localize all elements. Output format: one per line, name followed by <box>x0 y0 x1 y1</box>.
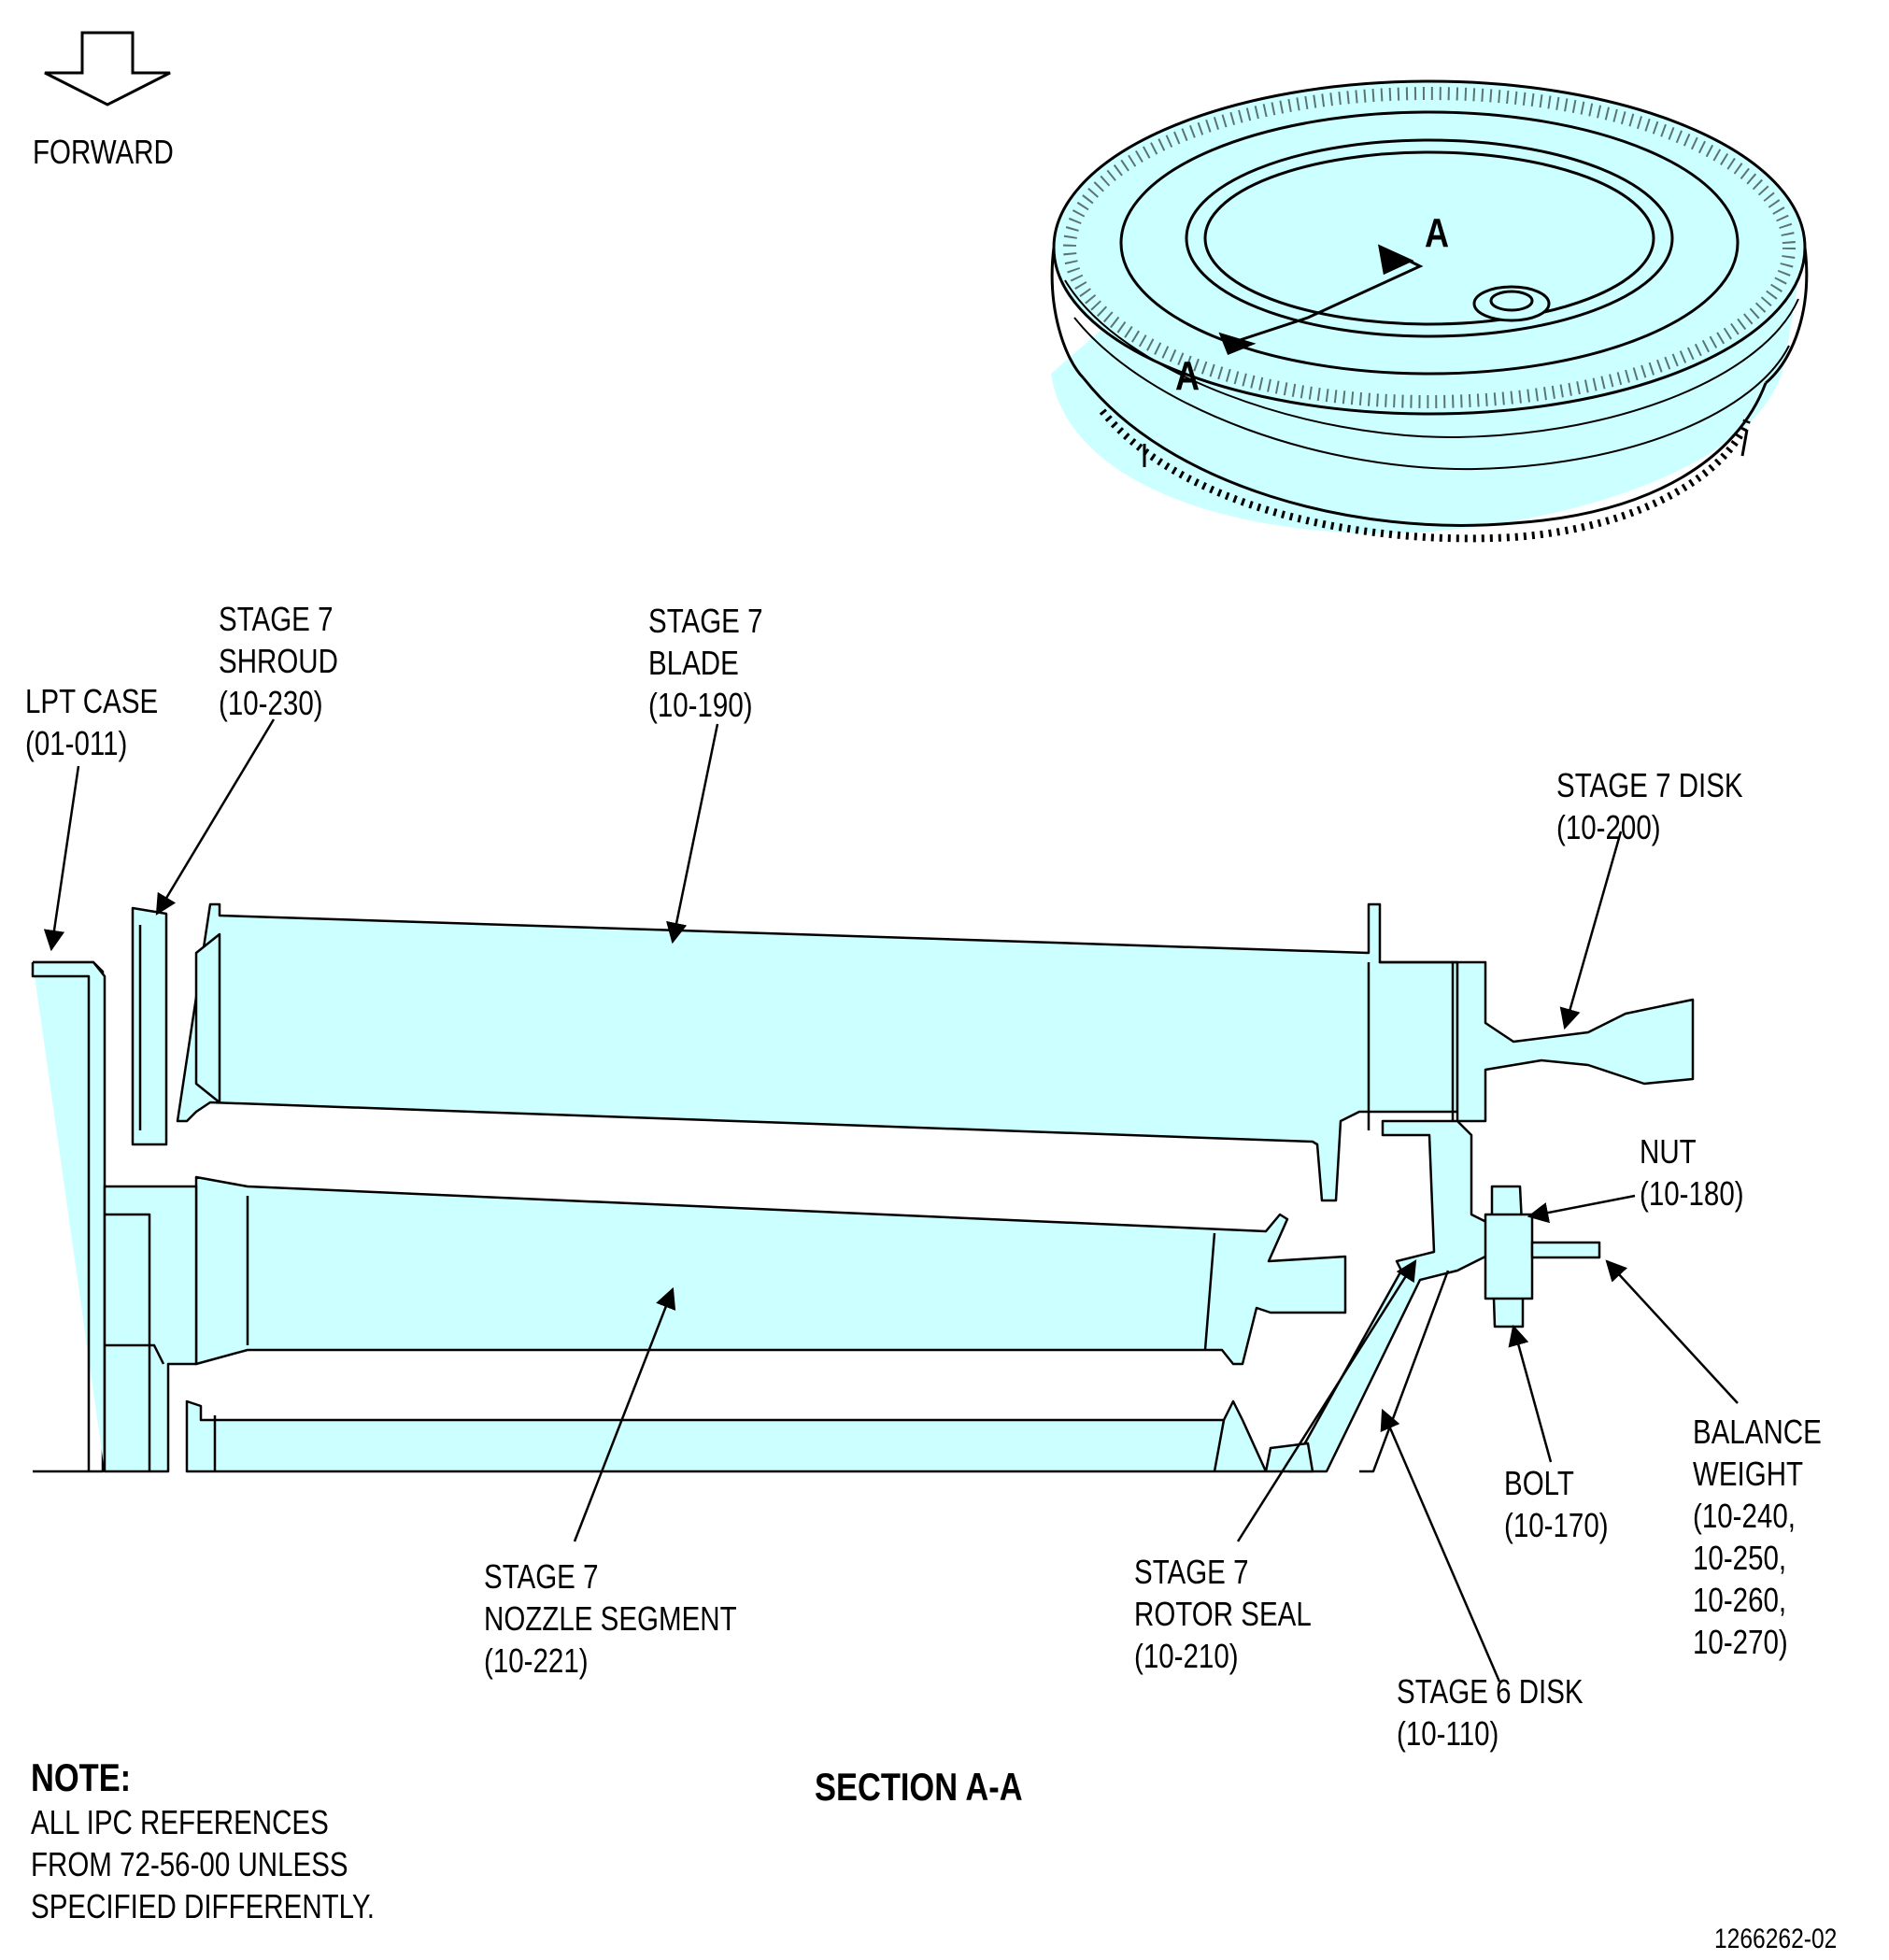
section-a-a-parts <box>31 902 1695 1473</box>
label-stage6-disk: STAGE 6 DISK (10-110) <box>1397 1672 1584 1753</box>
label-lpt-case: LPT CASE (01-011) <box>25 682 159 762</box>
label-stage7-shroud: STAGE 7 SHROUD (10-230) <box>219 600 338 722</box>
forward-arrow-icon <box>44 31 171 107</box>
leader-lines <box>43 718 1739 1683</box>
label-stage7-rotor-seal: STAGE 7 ROTOR SEAL (10-210) <box>1134 1553 1312 1675</box>
section-cut-marks <box>1218 244 1424 355</box>
figure-number: 1266262-02 <box>1714 1924 1838 1954</box>
forward-label: FORWARD <box>33 133 174 171</box>
label-nut: NUT (10-180) <box>1640 1132 1744 1213</box>
isometric-turbine-module <box>1050 79 1809 543</box>
label-stage7-disk: STAGE 7 DISK (10-200) <box>1556 766 1743 846</box>
label-balance-weight: BALANCE WEIGHT (10-240, 10-250, 10-260, … <box>1693 1413 1822 1661</box>
section-title: SECTION A-A <box>815 1765 1023 1809</box>
label-stage7-blade: STAGE 7 BLADE (10-190) <box>648 602 763 724</box>
section-marker-a-left: A <box>1175 353 1200 399</box>
note-title: NOTE: <box>31 1755 132 1799</box>
section-marker-a-top: A <box>1425 210 1450 256</box>
label-stage7-nozzle-segment: STAGE 7 NOZZLE SEGMENT (10-221) <box>484 1557 737 1680</box>
label-bolt: BOLT (10-170) <box>1504 1464 1609 1544</box>
note-text: ALL IPC REFERENCES FROM 72-56-00 UNLESS … <box>31 1803 375 1925</box>
